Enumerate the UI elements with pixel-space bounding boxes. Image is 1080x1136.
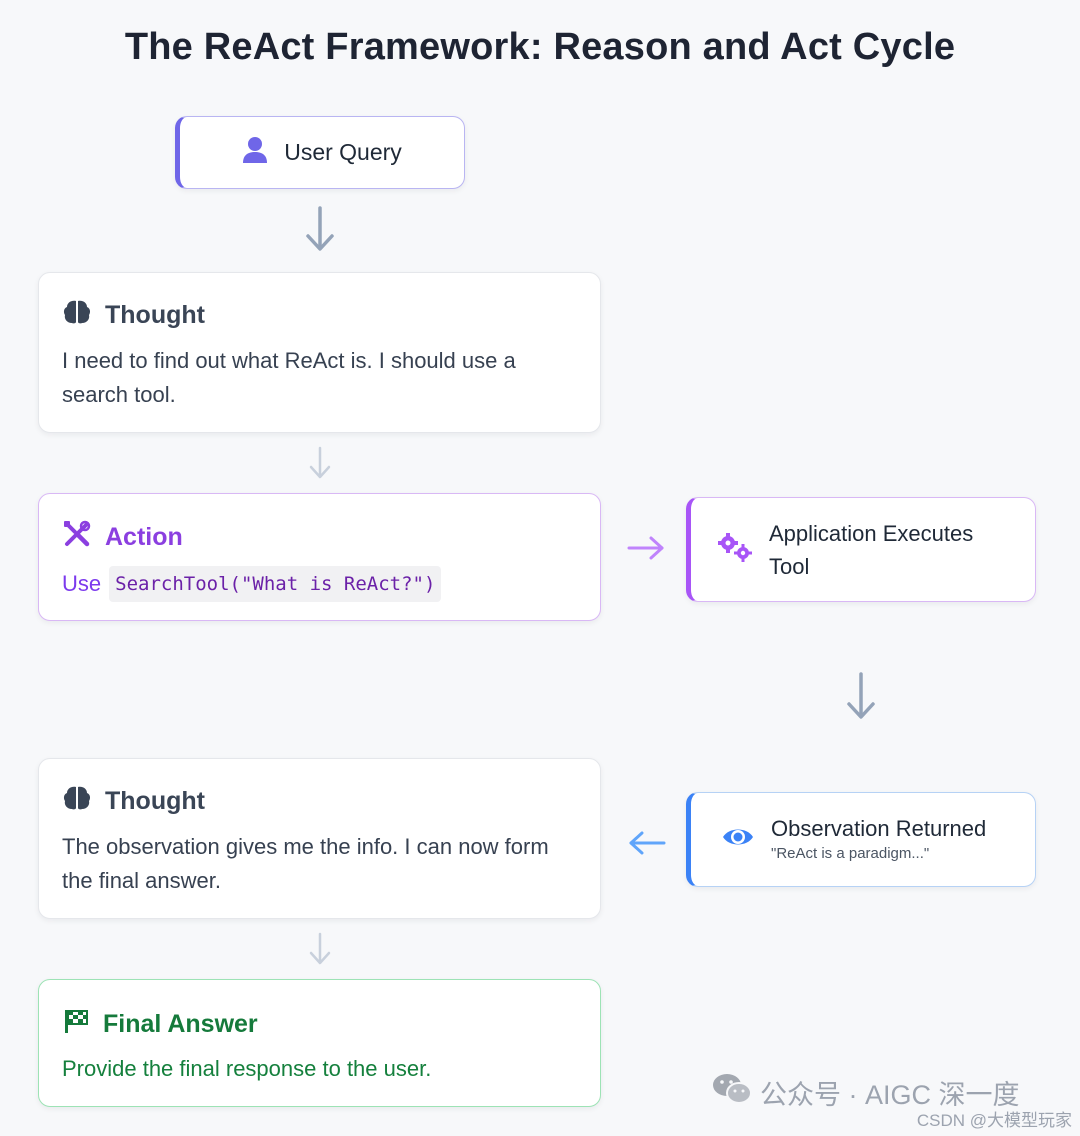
user-query-node: User Query (175, 116, 465, 189)
execute-node: Application Executes Tool (686, 497, 1036, 602)
wechat-icon (712, 1072, 752, 1113)
tools-icon (63, 520, 91, 555)
thought-node-2: Thought The observation gives me the inf… (38, 758, 601, 919)
arrow-right-icon (627, 536, 664, 560)
thought-title: Thought (105, 301, 205, 329)
final-text: Provide the final response to the user. (62, 1056, 432, 1081)
final-title: Final Answer (103, 1010, 258, 1038)
observation-node: Observation Returned "ReAct is a paradig… (686, 792, 1036, 887)
action-node: Action Use SearchTool("What is ReAct?") (38, 493, 601, 621)
brain-icon (63, 299, 91, 332)
arrow-down-icon (847, 672, 875, 719)
thought-node-1: Thought I need to find out what ReAct is… (38, 272, 601, 433)
action-prefix: Use (62, 571, 102, 596)
user-query-label: User Query (284, 139, 402, 165)
action-title: Action (105, 523, 183, 551)
execute-label: Application Executes Tool (769, 520, 974, 579)
user-icon (242, 136, 268, 169)
observation-sub: "ReAct is a paradigm..." (771, 844, 930, 862)
thought-text: The observation gives me the info. I can… (62, 834, 549, 893)
watermark-line2: CSDN @大模型玩家 (916, 1111, 1072, 1130)
brain-icon (63, 785, 91, 818)
final-answer-node: Final Answer Provide the final response … (38, 979, 601, 1107)
gears-icon (717, 532, 753, 567)
thought-text: I need to find out what ReAct is. I shou… (62, 348, 516, 407)
diagram-title: The ReAct Framework: Reason and Act Cycl… (124, 26, 956, 68)
arrow-left-icon (629, 831, 666, 855)
watermark-wechat: 公众号 · AIGC 深一度 (712, 1072, 1020, 1113)
eye-icon (721, 825, 755, 854)
watermark-line1: 公众号 · AIGC 深一度 (760, 1080, 1020, 1110)
checkered-flag-icon (63, 1008, 89, 1041)
arrow-down-icon (306, 206, 334, 251)
arrow-down-icon (309, 446, 331, 479)
action-code: SearchTool("What is ReAct?") (109, 566, 442, 602)
thought-title: Thought (105, 787, 205, 815)
arrow-down-icon (309, 932, 331, 965)
observation-label: Observation Returned (771, 815, 987, 841)
